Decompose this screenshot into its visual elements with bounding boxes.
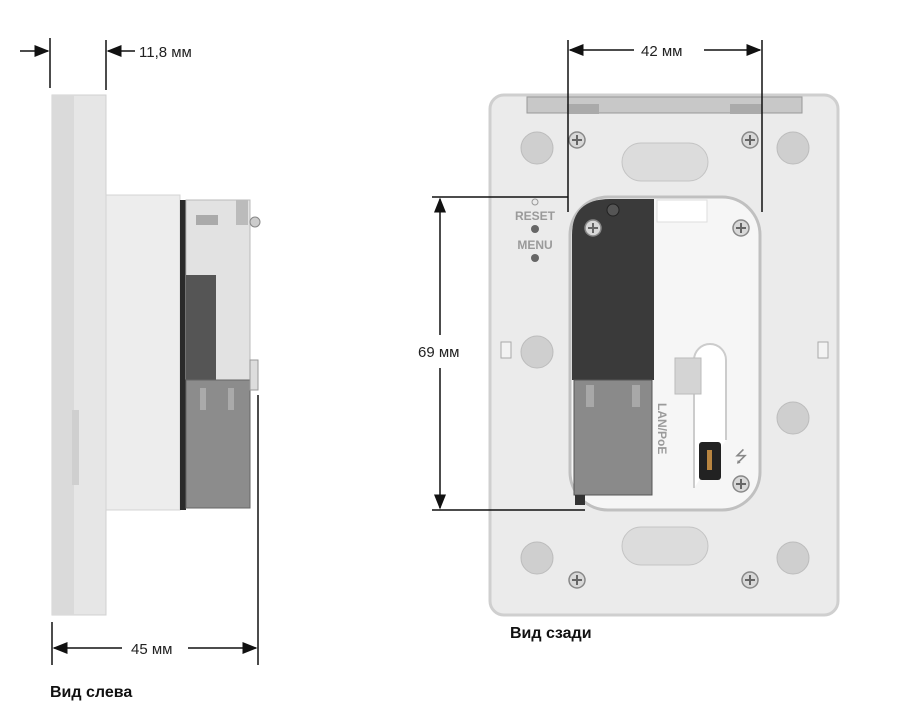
- usb-icon: ⭍: [734, 448, 747, 466]
- slot-bottom: [621, 526, 709, 566]
- reset-button[interactable]: [531, 225, 539, 233]
- dimension-module-height: 69 мм: [418, 196, 585, 511]
- left-view: 11,8 мм 45 мм Вид слева: [20, 38, 261, 701]
- housing-body: [105, 194, 181, 511]
- slot-top: [621, 142, 709, 182]
- gasket: [180, 200, 186, 510]
- dimension-label: 45 мм: [131, 641, 172, 658]
- dimension-total-depth: 45 мм: [51, 395, 259, 665]
- faceplate-notch: [72, 410, 79, 485]
- rj45-port: [573, 379, 653, 496]
- dimension-label: 42 мм: [641, 43, 682, 60]
- back-view: ⭍ LAN/PoE RESET MENU 42 мм 69 мм Вид сза…: [418, 40, 840, 642]
- screw-icon: [249, 216, 261, 228]
- dimension-module-width: 42 мм: [567, 40, 763, 212]
- module-board: [572, 199, 654, 380]
- module-side: [185, 199, 261, 509]
- dimension-label: 11,8 мм: [139, 44, 192, 61]
- lan-poe-label: LAN/PoE: [655, 403, 669, 454]
- menu-label: MENU: [517, 238, 552, 252]
- mounting-holes: [520, 131, 810, 575]
- left-view-caption: Вид слева: [50, 684, 132, 701]
- back-view-caption: Вид сзади: [510, 625, 592, 642]
- dimension-faceplate-depth: 11,8 мм: [20, 38, 192, 90]
- menu-button[interactable]: [531, 254, 539, 262]
- faceplate-side: [51, 94, 107, 616]
- rj45-side: [185, 379, 251, 509]
- dimension-label: 69 мм: [418, 344, 459, 361]
- reset-label: RESET: [515, 209, 556, 223]
